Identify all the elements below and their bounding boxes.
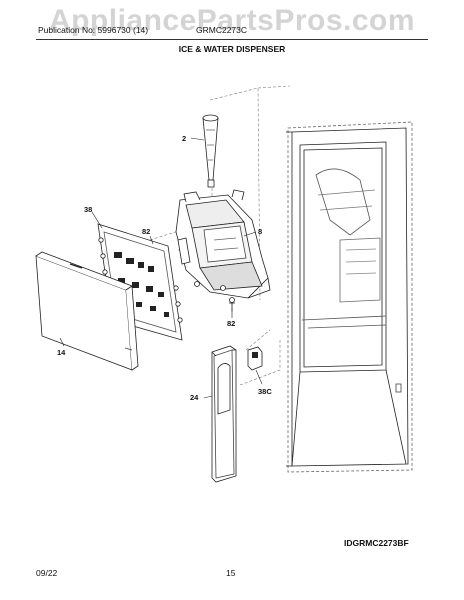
watermark: AppliancePartsPros.com bbox=[48, 4, 416, 37]
footer-date: 09/22 bbox=[36, 568, 58, 578]
header-divider bbox=[36, 39, 428, 40]
model-number: GRMC2273C bbox=[196, 25, 248, 35]
callout-2: 2 bbox=[182, 134, 186, 143]
part-2-nozzle bbox=[202, 114, 219, 188]
callout-82-lower: 82 bbox=[227, 319, 235, 328]
part-82-screw-lower bbox=[229, 297, 235, 312]
page-number: 15 bbox=[226, 568, 236, 578]
door-frame bbox=[286, 121, 413, 473]
callout-38c: 38C bbox=[258, 387, 272, 396]
diagram-id: IDGRMC2273BF bbox=[344, 538, 409, 548]
callout-8: 8 bbox=[258, 227, 262, 236]
part-24-dispenser-cover bbox=[211, 345, 237, 483]
callout-14: 14 bbox=[57, 348, 66, 357]
part-14-front-panel bbox=[35, 251, 139, 371]
part-38c-switch bbox=[247, 346, 263, 371]
callout-82-upper: 82 bbox=[142, 227, 150, 236]
callout-24: 24 bbox=[190, 393, 199, 402]
leader-lines bbox=[59, 137, 263, 399]
section-title: ICE & WATER DISPENSER bbox=[178, 44, 286, 54]
publication-number: Publication No: 5996730 (14) bbox=[38, 25, 149, 35]
callout-38: 38 bbox=[84, 205, 92, 214]
part-8-dispenser-housing bbox=[175, 189, 271, 299]
